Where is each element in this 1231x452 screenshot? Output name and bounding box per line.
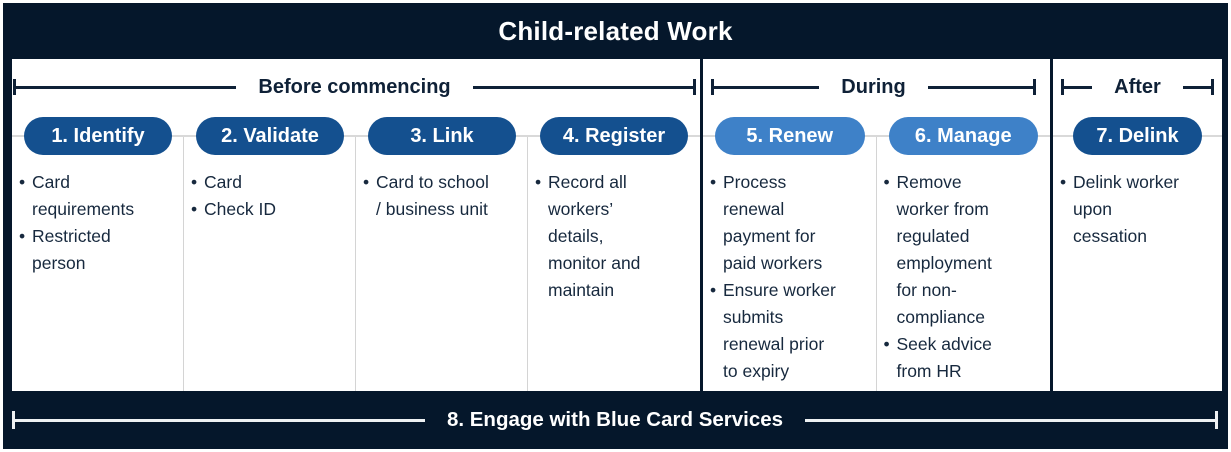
- bullet-item: Ensure worker submits renewal prior to e…: [708, 277, 871, 385]
- bullet-list: Delink worker upon cessation: [1053, 169, 1222, 250]
- step-column-register: 4. Register Record all workers’ details,…: [528, 115, 700, 391]
- bullet-list: Process renewal payment for paid workers…: [703, 169, 877, 385]
- bullet-item: Check ID: [189, 196, 350, 223]
- bracket-tick-left: [711, 79, 714, 95]
- phase-after: After 7. Delink Delink worker upon cessa…: [1053, 59, 1222, 391]
- step-column-manage: 6. Manage Remove worker from regulated e…: [877, 115, 1051, 391]
- bracket-tick-right: [693, 79, 697, 95]
- bracket-tick-left: [1061, 79, 1064, 95]
- step-pill-register: 4. Register: [540, 117, 688, 155]
- bracket-line: [927, 85, 1033, 89]
- bullet-item: Remove worker from regulated employment …: [882, 169, 1045, 331]
- bracket-line: [472, 85, 694, 89]
- bracket-tick-left: [13, 79, 16, 95]
- step-pill-manage: 6. Manage: [888, 117, 1038, 155]
- bracket-line: [1064, 85, 1093, 89]
- phase-during: During 5. Renew Process renewal payment …: [703, 59, 1050, 391]
- footer-bracket-line: [805, 418, 1215, 422]
- section-divider: [700, 59, 703, 391]
- phase-columns: 5. Renew Process renewal payment for pai…: [703, 115, 1050, 391]
- bracket-line: [714, 85, 820, 89]
- step-column-link: 3. Link Card to school / business unit: [356, 115, 528, 391]
- step-column-renew: 5. Renew Process renewal payment for pai…: [703, 115, 877, 391]
- footer-bracket-line: [15, 418, 425, 422]
- step-pill-identify: 1. Identify: [24, 117, 172, 155]
- bullet-list: Card to school / business unit: [356, 169, 528, 223]
- bracket-line: [1182, 85, 1212, 89]
- bullet-list: Record all workers’ details, monitor and…: [528, 169, 700, 304]
- step-pill-delink: 7. Delink: [1073, 117, 1202, 155]
- bullet-list: Remove worker from regulated employment …: [877, 169, 1051, 385]
- section-divider: [1050, 59, 1053, 391]
- bracket-line: [16, 85, 237, 89]
- step-column-delink: 7. Delink Delink worker upon cessation: [1053, 115, 1222, 391]
- bullet-list: Card requirements Restricted person: [12, 169, 184, 277]
- footer-bracket-tick-left: [12, 411, 15, 429]
- phase-before-commencing: Before commencing 1. Identify Card requi…: [12, 59, 700, 391]
- bracket-tick-right: [1211, 79, 1215, 95]
- bullet-item: Seek advice from HR: [882, 331, 1045, 385]
- bullet-list: Card Check ID: [184, 169, 356, 223]
- bullet-item: Delink worker upon cessation: [1058, 169, 1216, 250]
- bullet-item: Card requirements: [17, 169, 178, 223]
- step-column-identify: 1. Identify Card requirements Restricted…: [12, 115, 184, 391]
- phase-columns: 1. Identify Card requirements Restricted…: [12, 115, 700, 391]
- header-bar: Child-related Work: [3, 3, 1228, 59]
- step-pill-validate: 2. Validate: [196, 117, 344, 155]
- bullet-item: Record all workers’ details, monitor and…: [533, 169, 694, 304]
- phase-label-during: During: [841, 75, 906, 98]
- bullet-item: Card: [189, 169, 350, 196]
- phase-bracket-during: During: [703, 59, 1050, 115]
- bullet-item: Card to school / business unit: [361, 169, 522, 223]
- step-column-validate: 2. Validate Card Check ID: [184, 115, 356, 391]
- phase-columns: 7. Delink Delink worker upon cessation: [1053, 115, 1222, 391]
- bullet-item: Restricted person: [17, 223, 178, 277]
- footer-label: 8. Engage with Blue Card Services: [446, 408, 784, 431]
- step-pill-link: 3. Link: [368, 117, 516, 155]
- step-pill-renew: 5. Renew: [715, 117, 865, 155]
- content-area: Before commencing 1. Identify Card requi…: [12, 59, 1222, 391]
- footer-bar: 8. Engage with Blue Card Services: [3, 391, 1228, 449]
- page-title: Child-related Work: [498, 15, 733, 46]
- diagram-frame: Child-related Work Before commencing 1. …: [3, 3, 1228, 449]
- bracket-tick-right: [1033, 79, 1036, 95]
- phase-label-after: After: [1114, 75, 1161, 98]
- footer-bracket-tick-right: [1215, 411, 1218, 429]
- phase-label-before: Before commencing: [258, 75, 451, 98]
- bullet-item: Process renewal payment for paid workers: [708, 169, 871, 277]
- phase-bracket-after: After: [1053, 59, 1222, 115]
- phase-bracket-before: Before commencing: [12, 59, 700, 115]
